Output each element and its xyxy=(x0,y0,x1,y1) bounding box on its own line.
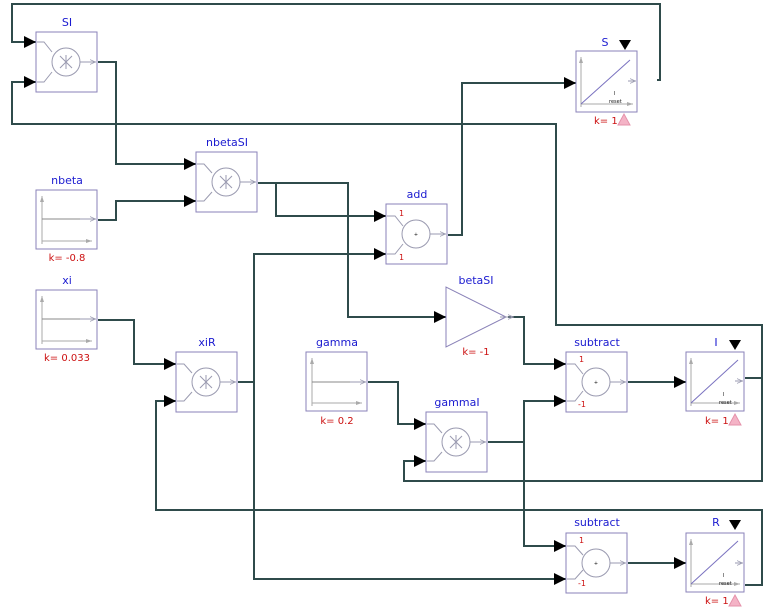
block-xiR[interactable]: xiR xyxy=(175,336,238,413)
block-I-param: k= 1 xyxy=(705,416,729,427)
block-S-title: S xyxy=(602,36,609,49)
block-add[interactable]: add 1 1 + xyxy=(385,188,448,265)
block-I-title: I xyxy=(714,336,717,349)
block-R-inner2: reset xyxy=(719,581,732,587)
block-add-title: add xyxy=(407,188,428,201)
block-add-sign: + xyxy=(414,232,418,238)
wire-I-to-gammaI[interactable] xyxy=(403,378,763,482)
block-betaSI-param: k= -1 xyxy=(462,347,489,358)
block-R[interactable]: R I reset k= 1 xyxy=(685,516,745,607)
wire-xi-to-xiR[interactable] xyxy=(98,319,176,370)
multiply-icon xyxy=(449,435,463,449)
block-S-inner2: reset xyxy=(609,99,622,105)
reset-input-icon[interactable] xyxy=(729,520,741,530)
wire-nbeta-to-nbetaSI[interactable] xyxy=(98,195,196,221)
wire-gammaI-to-subtract1[interactable] xyxy=(488,395,566,443)
block-gamma-param: k= 0.2 xyxy=(320,416,353,427)
reset-input-icon[interactable] xyxy=(729,340,741,350)
multiply-icon xyxy=(59,55,73,69)
block-subtract2-port2: -1 xyxy=(578,579,586,588)
block-R-title: R xyxy=(712,516,720,529)
block-nbeta-param: k= -0.8 xyxy=(49,253,86,264)
block-add-port2: 1 xyxy=(399,253,404,262)
block-xi-title: xi xyxy=(62,274,72,287)
block-betaSI-title: betaSI xyxy=(458,274,493,287)
wire-nbetaSI-to-betaSI[interactable] xyxy=(276,182,446,323)
wire-add-to-S[interactable] xyxy=(448,77,576,236)
block-gamma[interactable]: gamma k= 0.2 xyxy=(305,336,368,427)
block-R-inner1: I xyxy=(723,573,724,579)
block-subtract-lower[interactable]: subtract 1 -1 + xyxy=(565,516,628,594)
connections xyxy=(11,3,763,586)
wire-S-to-SI-top[interactable] xyxy=(11,3,661,81)
block-xi-param: k= 0.033 xyxy=(44,353,90,364)
wire-gamma-to-gammaI[interactable] xyxy=(368,381,426,430)
block-R-param: k= 1 xyxy=(705,596,729,607)
wire-SI-to-nbetaSI[interactable] xyxy=(98,61,196,170)
wire-I-to-SI-bottom[interactable] xyxy=(11,76,763,379)
block-S-inner1: I xyxy=(614,91,615,97)
block-nbeta-title: nbeta xyxy=(51,174,83,187)
block-subtract2-sign: + xyxy=(594,561,598,567)
block-S[interactable]: S I reset k= 1 xyxy=(575,36,638,127)
wire-gammaI-to-subtract2[interactable] xyxy=(523,442,566,552)
wire-betaSI-to-subtract1[interactable] xyxy=(508,316,566,370)
block-I-inner1: I xyxy=(723,392,724,398)
multiply-icon xyxy=(219,175,233,189)
block-I[interactable]: I I reset k= 1 xyxy=(685,336,745,427)
block-subtract1-title: subtract xyxy=(574,336,620,349)
reset-marker-icon xyxy=(617,112,631,126)
wire-xiR-to-subtract2[interactable] xyxy=(253,382,566,585)
block-nbetaSI-title: nbetaSI xyxy=(206,136,248,149)
block-subtract1-sign: + xyxy=(594,380,598,386)
block-nbetaSI[interactable]: nbetaSI xyxy=(195,136,258,213)
block-xi[interactable]: xi k= 0.033 xyxy=(35,274,98,364)
block-xiR-title: xiR xyxy=(198,336,216,349)
block-I-inner2: reset xyxy=(719,400,732,406)
block-SI[interactable]: SI xyxy=(35,16,98,93)
block-nbeta[interactable]: nbeta k= -0.8 xyxy=(35,174,98,264)
reset-input-icon[interactable] xyxy=(619,40,631,50)
wire-xiR-to-add[interactable] xyxy=(238,248,386,383)
block-betaSI[interactable]: betaSI k= -1 xyxy=(445,274,514,358)
block-gammaI-title: gammaI xyxy=(434,396,479,409)
block-gammaI[interactable]: gammaI xyxy=(425,396,488,473)
block-SI-title: SI xyxy=(62,16,72,29)
block-subtract1-port1: 1 xyxy=(579,355,584,364)
wire-R-to-xiR[interactable] xyxy=(155,395,763,586)
block-subtract1-port2: -1 xyxy=(578,400,586,409)
block-subtract-upper[interactable]: subtract 1 -1 + xyxy=(565,336,628,413)
reset-marker-icon xyxy=(728,412,742,426)
block-gamma-title: gamma xyxy=(316,336,358,349)
reset-marker-icon xyxy=(728,593,742,607)
block-S-param: k= 1 xyxy=(594,116,618,127)
block-add-port1: 1 xyxy=(399,209,404,218)
block-subtract2-title: subtract xyxy=(574,516,620,529)
wire-nbetaSI-to-add[interactable] xyxy=(258,182,386,222)
block-subtract2-port1: 1 xyxy=(579,536,584,545)
multiply-icon xyxy=(199,375,213,389)
